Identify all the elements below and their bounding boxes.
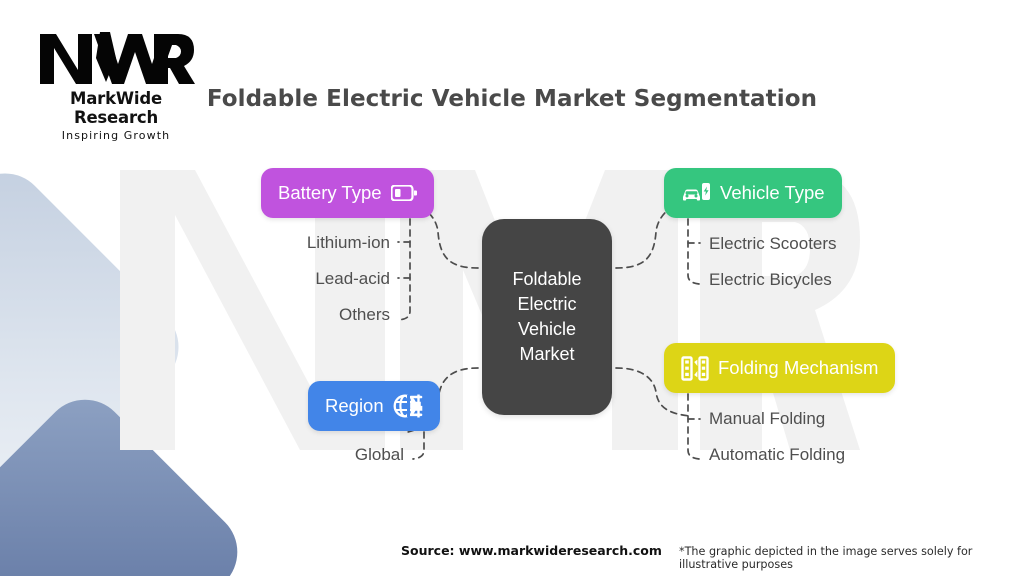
globe-icon xyxy=(393,394,422,418)
center-line-1: Foldable xyxy=(512,269,582,290)
battery-icon xyxy=(390,185,417,201)
branch-label-battery-type: Battery Type xyxy=(278,182,382,203)
center-line-4: Market xyxy=(519,343,575,364)
center-line-3: Vehicle xyxy=(517,319,577,339)
branch-label-vehicle-type: Vehicle Type xyxy=(720,182,825,203)
disclaimer-label: *The graphic depicted in the image serve… xyxy=(679,545,973,571)
sub-item-electric-bicycles: Electric Bicycles xyxy=(709,270,832,289)
folding-mechanism-icon xyxy=(681,355,709,381)
sub-item-global: Global xyxy=(354,445,404,464)
branch-pill-battery-type[interactable]: Battery Type xyxy=(261,168,434,218)
sub-item-electric-scooters: Electric Scooters xyxy=(709,234,837,253)
branch-label-folding-mechanism: Folding Mechanism xyxy=(718,357,879,378)
branch-pill-region[interactable]: Region xyxy=(308,381,440,431)
mwr-monogram-icon xyxy=(40,32,195,84)
sub-item-others: Others xyxy=(338,305,390,324)
brand-tagline: Inspiring Growth xyxy=(61,129,171,142)
sub-item-automatic-folding: Automatic Folding xyxy=(709,445,846,464)
branch-pill-vehicle-type[interactable]: Vehicle Type xyxy=(664,168,842,218)
page-title: Foldable Electric Vehicle Market Segment… xyxy=(206,86,818,112)
branch-label-region: Region xyxy=(325,395,384,416)
branch-pill-folding-mechanism[interactable]: Folding Mechanism xyxy=(664,343,896,393)
center-node: Foldable Electric Vehicle Market xyxy=(482,219,612,415)
center-line-2: Electric xyxy=(517,294,577,315)
brand-logo: MarkWide Research Inspiring Growth xyxy=(26,30,206,142)
ev-charging-car-icon xyxy=(683,183,710,201)
sub-item-manual-folding: Manual Folding xyxy=(709,409,826,428)
source-label: Source: www.markwideresearch.com xyxy=(401,543,662,558)
sub-item-lead-acid: Lead-acid xyxy=(315,269,390,288)
sub-item-lithium-ion: Lithium-ion xyxy=(306,233,390,252)
brand-name: MarkWide Research xyxy=(70,89,162,127)
